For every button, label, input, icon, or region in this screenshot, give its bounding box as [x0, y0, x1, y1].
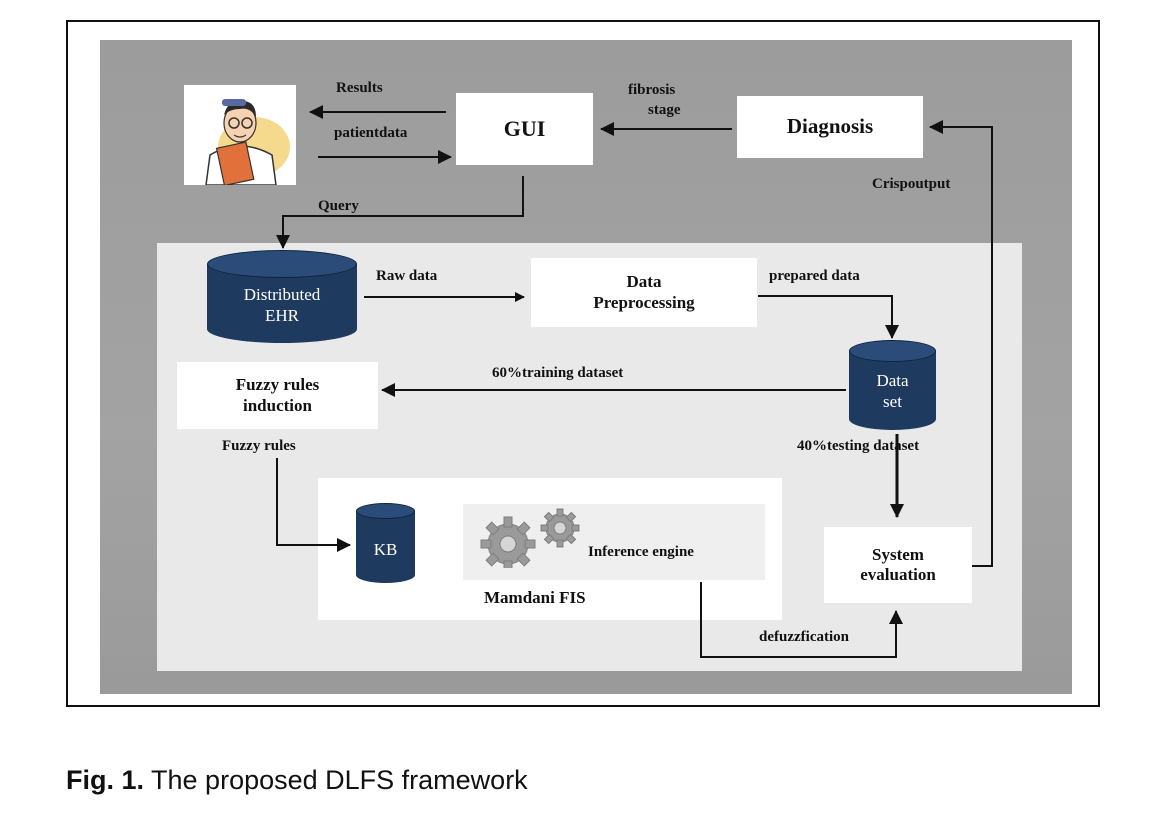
fuzzy-rules-induction-label-2: induction: [243, 395, 312, 415]
crisp-output-label: Crispoutput: [872, 176, 951, 192]
doctor-icon: [184, 85, 296, 187]
inference-engine-label: Inference engine: [588, 544, 694, 560]
kb-cylinder: KB: [356, 503, 415, 583]
data-set-cylinder: Data set: [849, 340, 936, 430]
results-label: Results: [336, 80, 383, 96]
prepared-data-label: prepared data: [769, 268, 860, 284]
caption-text: The proposed DLFS framework: [144, 765, 528, 795]
data-set-label-1: Data: [876, 371, 909, 390]
diagnosis-box: Diagnosis: [737, 96, 923, 158]
gui-label: GUI: [503, 115, 546, 141]
system-evaluation-label-2: evaluation: [860, 565, 936, 584]
fuzzy-rules-induction-label-1: Fuzzy rules: [235, 375, 320, 395]
system-evaluation-label-1: System: [872, 544, 924, 564]
raw-data-label: Raw data: [376, 268, 438, 284]
patient-data-label: patientdata: [334, 125, 408, 141]
distributed-ehr-label-1: Distributed: [243, 285, 321, 304]
fuzzy-rules-label: Fuzzy rules: [222, 438, 296, 454]
kb-label: KB: [373, 540, 398, 559]
fibrosis-stage-label-1: fibrosis: [628, 82, 676, 98]
gears-icon: [468, 508, 593, 572]
mamdani-fis-label: Mamdani FIS: [484, 588, 586, 607]
testing-dataset-label: 40%testing dataset: [797, 438, 920, 454]
diagnosis-label: Diagnosis: [786, 114, 874, 139]
fuzzy-rules-induction-box: Fuzzy rules induction: [177, 362, 378, 429]
distributed-ehr-cylinder: Distributed EHR: [207, 250, 357, 343]
fibrosis-stage-label-2: stage: [648, 102, 681, 118]
data-preprocessing-label-1: Data: [626, 272, 662, 292]
system-evaluation-box: System evaluation: [824, 527, 972, 603]
query-label: Query: [318, 198, 359, 214]
training-dataset-label: 60%training dataset: [492, 365, 624, 381]
data-preprocessing-box: Data Preprocessing: [531, 258, 757, 327]
caption-label: Fig. 1.: [66, 765, 145, 795]
distributed-ehr-label-2: EHR: [265, 306, 299, 326]
defuzzification-label: defuzzfication: [759, 629, 849, 645]
gui-box: GUI: [456, 93, 593, 165]
data-preprocessing-label-2: Preprocessing: [593, 292, 695, 312]
data-set-label-2: set: [883, 392, 902, 412]
figure-caption: Fig. 1. The proposed DLFS framework: [66, 765, 528, 796]
